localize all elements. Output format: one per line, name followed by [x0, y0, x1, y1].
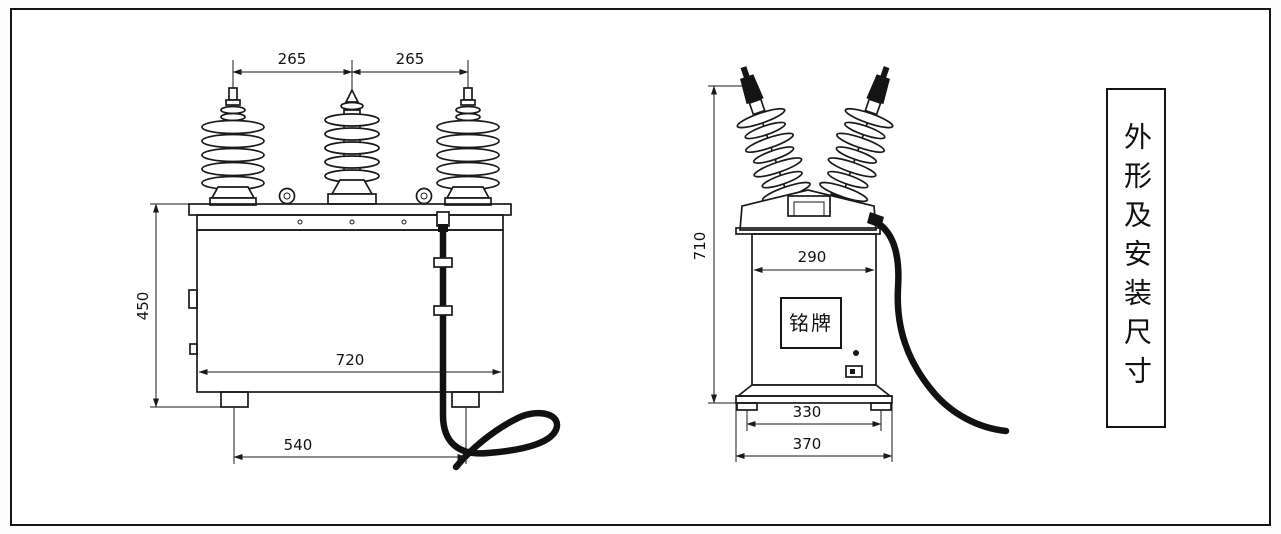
frame-border — [10, 8, 1271, 526]
cable-side — [872, 218, 1010, 435]
front-view: 265 265 450 720 540 — [134, 50, 561, 471]
bushing-right — [436, 60, 500, 206]
side-dimensions: 710 290 330 370 — [691, 85, 893, 462]
nameplate-label: 铭牌 — [789, 311, 833, 335]
title-box: 外形及安装尺寸 — [1106, 88, 1166, 428]
insulator-left — [736, 66, 811, 214]
insulator-right — [819, 66, 894, 214]
cable-front — [439, 226, 561, 471]
side-body — [735, 189, 893, 411]
tank-body — [188, 203, 512, 408]
dim-base-width-370: 370 — [793, 435, 822, 453]
side-cable — [867, 212, 1010, 435]
nameplate: 铭牌 — [780, 297, 842, 349]
drawing-title: 外形及安装尺寸 — [1120, 121, 1153, 395]
dim-bolt-span-330: 330 — [793, 403, 822, 421]
dim-span-right: 265 — [396, 50, 425, 68]
dim-body-width-290: 290 — [798, 248, 827, 266]
bushing-middle — [324, 60, 380, 205]
bushing-left — [201, 60, 265, 206]
front-dimensions: 265 265 450 720 540 — [134, 50, 502, 464]
front-cable — [433, 211, 561, 471]
dim-inner-width-720: 720 — [336, 351, 365, 369]
dim-height-710: 710 — [691, 232, 709, 261]
dim-foot-span-540: 540 — [284, 436, 313, 454]
dim-height-450: 450 — [134, 292, 152, 321]
side-view: 铭牌 710 290 330 370 — [691, 66, 1010, 462]
dim-span-left: 265 — [278, 50, 307, 68]
